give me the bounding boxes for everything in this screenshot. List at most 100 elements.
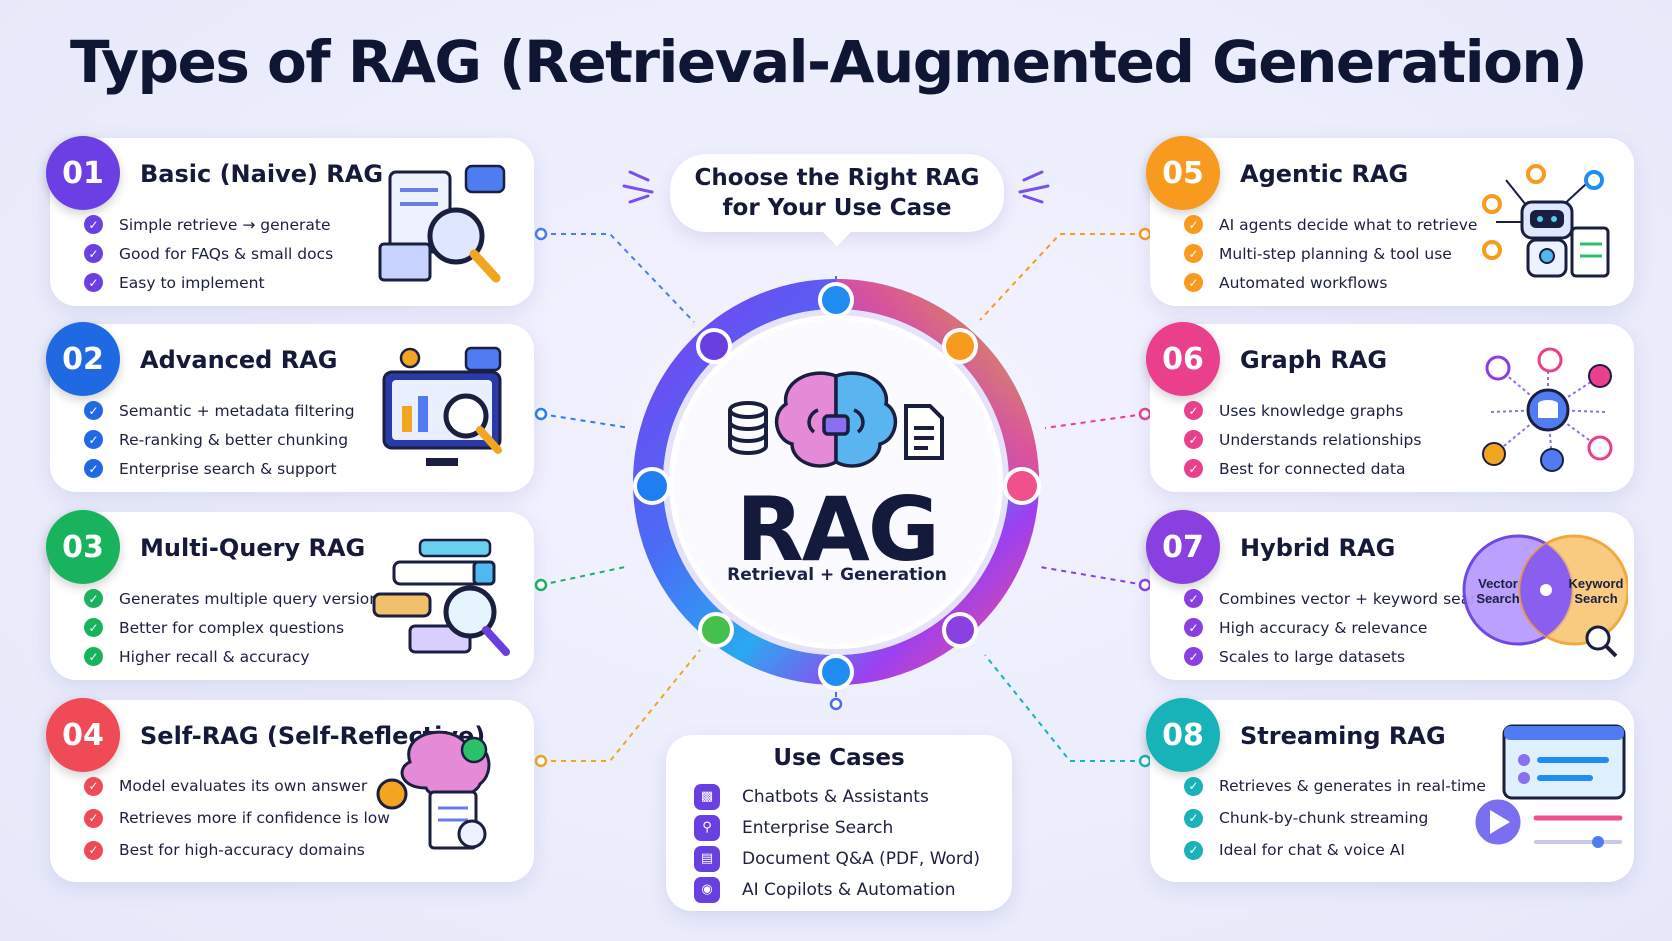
check-icon: ✓ bbox=[1184, 459, 1203, 478]
venn-right-line1: Keyword bbox=[1569, 576, 1624, 591]
check-icon: ✓ bbox=[84, 459, 103, 478]
card-feature-item: ✓Model evaluates its own answer bbox=[84, 770, 390, 802]
card-number-badge: 08 bbox=[1146, 698, 1220, 772]
check-icon: ✓ bbox=[1184, 618, 1203, 637]
card-number-badge: 01 bbox=[46, 136, 120, 210]
check-icon: ✓ bbox=[1184, 244, 1203, 263]
rag-card-04: 04 Self-RAG (Self-Reflective)✓Model eval… bbox=[46, 698, 534, 882]
card-feature-item: ✓Good for FAQs & small docs bbox=[84, 239, 333, 268]
rag-center-label: RAG bbox=[735, 478, 940, 581]
venn-left-line2: Search bbox=[1476, 591, 1519, 606]
use-cases-heading: Use Cases bbox=[773, 745, 905, 771]
connector-04 bbox=[541, 649, 701, 762]
check-icon: ✓ bbox=[1184, 589, 1203, 608]
card-feature-item: ✓Automated workflows bbox=[1184, 268, 1477, 297]
choose-rag-bubble: Choose the Right RAG for Your Use Case bbox=[670, 154, 1004, 232]
chat-icon: ▩ bbox=[694, 783, 720, 810]
card-feature-list: ✓Retrieves & generates in real-time✓Chun… bbox=[1184, 770, 1486, 866]
check-icon: ✓ bbox=[1184, 401, 1203, 420]
card-feature-item: ✓Uses knowledge graphs bbox=[1184, 396, 1421, 425]
check-icon: ✓ bbox=[1184, 647, 1203, 666]
check-icon: ✓ bbox=[84, 215, 103, 234]
card-feature-item: ✓Best for high-accuracy domains bbox=[84, 834, 390, 866]
knowledge-graph-icon bbox=[1470, 346, 1620, 476]
card-feature-item: ✓Semantic + metadata filtering bbox=[84, 396, 355, 425]
connector-07 bbox=[1039, 566, 1146, 586]
rag-card-02: 02 Advanced RAG✓Semantic + metadata filt… bbox=[46, 322, 534, 492]
check-icon: ✓ bbox=[84, 430, 103, 449]
brain-icon bbox=[774, 371, 898, 468]
card-title: Multi-Query RAG bbox=[140, 534, 366, 562]
monitor-analytics-icon bbox=[370, 346, 520, 476]
connector-03 bbox=[540, 566, 626, 586]
connector-06 bbox=[1044, 413, 1146, 429]
card-feature-item: ✓High accuracy & relevance bbox=[1184, 613, 1495, 642]
check-icon: ✓ bbox=[84, 244, 103, 263]
venn-right-line2: Search bbox=[1574, 591, 1617, 606]
card-feature-item: ✓Retrieves & generates in real-time bbox=[1184, 770, 1486, 802]
connector-02 bbox=[540, 413, 631, 429]
use-case-item: ⚲Enterprise Search bbox=[694, 812, 980, 843]
connector-05 bbox=[979, 233, 1145, 321]
check-icon: ✓ bbox=[84, 589, 103, 608]
streaming-chat-icon bbox=[1470, 722, 1626, 852]
page-title: Types of RAG (Retrieval-Augmented Genera… bbox=[70, 28, 1588, 96]
card-feature-item: ✓Scales to large datasets bbox=[1184, 642, 1495, 671]
card-feature-item: ✓Best for connected data bbox=[1184, 454, 1421, 483]
card-feature-item: ✓Ideal for chat & voice AI bbox=[1184, 834, 1486, 866]
card-feature-item: ✓Enterprise search & support bbox=[84, 454, 355, 483]
robot-icon: ◉ bbox=[694, 876, 720, 903]
card-title: Advanced RAG bbox=[140, 346, 338, 374]
use-cases-list: ▩Chatbots & Assistants ⚲Enterprise Searc… bbox=[694, 781, 980, 905]
check-icon: ✓ bbox=[1184, 808, 1203, 828]
check-icon: ✓ bbox=[84, 401, 103, 420]
database-icon bbox=[728, 401, 768, 455]
card-number-badge: 06 bbox=[1146, 322, 1220, 396]
use-case-item: ▤Document Q&A (PDF, Word) bbox=[694, 843, 980, 874]
card-feature-item: ✓Generates multiple query versions bbox=[84, 584, 387, 613]
check-icon: ✓ bbox=[1184, 430, 1203, 449]
card-title: Agentic RAG bbox=[1240, 160, 1409, 188]
check-icon: ✓ bbox=[1184, 215, 1203, 234]
query-search-icon bbox=[370, 534, 520, 664]
card-feature-item: ✓Easy to implement bbox=[84, 268, 333, 297]
card-feature-list: ✓Model evaluates its own answer✓Retrieve… bbox=[84, 770, 390, 866]
card-feature-item: ✓Multi-step planning & tool use bbox=[1184, 239, 1477, 268]
card-feature-list: ✓Uses knowledge graphs✓Understands relat… bbox=[1184, 396, 1421, 483]
rag-card-06: 06 Graph RAG ✓Uses knowledge graphs✓Under… bbox=[1146, 322, 1634, 492]
document-icon bbox=[904, 404, 944, 460]
card-feature-item: ✓Understands relationships bbox=[1184, 425, 1421, 454]
rag-card-01: 01 Basic (Naive) RAG✓Simple retrieve → g… bbox=[46, 136, 534, 306]
document-magnifier-icon bbox=[370, 160, 520, 290]
use-cases-panel: Use Cases ▩Chatbots & Assistants ⚲Enterp… bbox=[666, 735, 1012, 911]
venn-left-line1: Vector bbox=[1478, 576, 1518, 591]
card-feature-item: ✓Re-ranking & better chunking bbox=[84, 425, 355, 454]
card-feature-list: ✓Combines vector + keyword search✓High a… bbox=[1184, 584, 1495, 671]
card-number-badge: 03 bbox=[46, 510, 120, 584]
check-icon: ✓ bbox=[1184, 273, 1203, 292]
brain-check-icon bbox=[370, 722, 520, 852]
card-feature-list: ✓Semantic + metadata filtering✓Re-rankin… bbox=[84, 396, 355, 483]
search-icon: ⚲ bbox=[694, 814, 720, 841]
card-feature-list: ✓Generates multiple query versions✓Bette… bbox=[84, 584, 387, 671]
card-feature-item: ✓Simple retrieve → generate bbox=[84, 210, 333, 239]
card-title: Graph RAG bbox=[1240, 346, 1388, 374]
card-number-badge: 04 bbox=[46, 698, 120, 772]
rag-card-07: 07 Hybrid RAG✓Combines vector + keyword … bbox=[1146, 510, 1634, 680]
bubble-line-1: Choose the Right RAG bbox=[694, 165, 980, 191]
check-icon: ✓ bbox=[1184, 840, 1203, 860]
check-icon: ✓ bbox=[84, 273, 103, 292]
check-icon: ✓ bbox=[84, 776, 103, 796]
rag-card-08: 08 Streaming RAG✓Retrieves & generates i… bbox=[1146, 698, 1634, 882]
card-number-badge: 05 bbox=[1146, 136, 1220, 210]
use-case-item: ◉AI Copilots & Automation bbox=[694, 874, 980, 905]
rag-card-03: 03 Multi-Query RAG ✓Generates multiple qu… bbox=[46, 510, 534, 680]
card-feature-item: ✓Better for complex questions bbox=[84, 613, 387, 642]
robot-agent-icon bbox=[1470, 160, 1620, 290]
check-icon: ✓ bbox=[84, 647, 103, 666]
connector-01 bbox=[541, 233, 695, 323]
check-icon: ✓ bbox=[84, 840, 103, 860]
card-feature-item: ✓Chunk-by-chunk streaming bbox=[1184, 802, 1486, 834]
card-feature-item: ✓Combines vector + keyword search bbox=[1184, 584, 1495, 613]
